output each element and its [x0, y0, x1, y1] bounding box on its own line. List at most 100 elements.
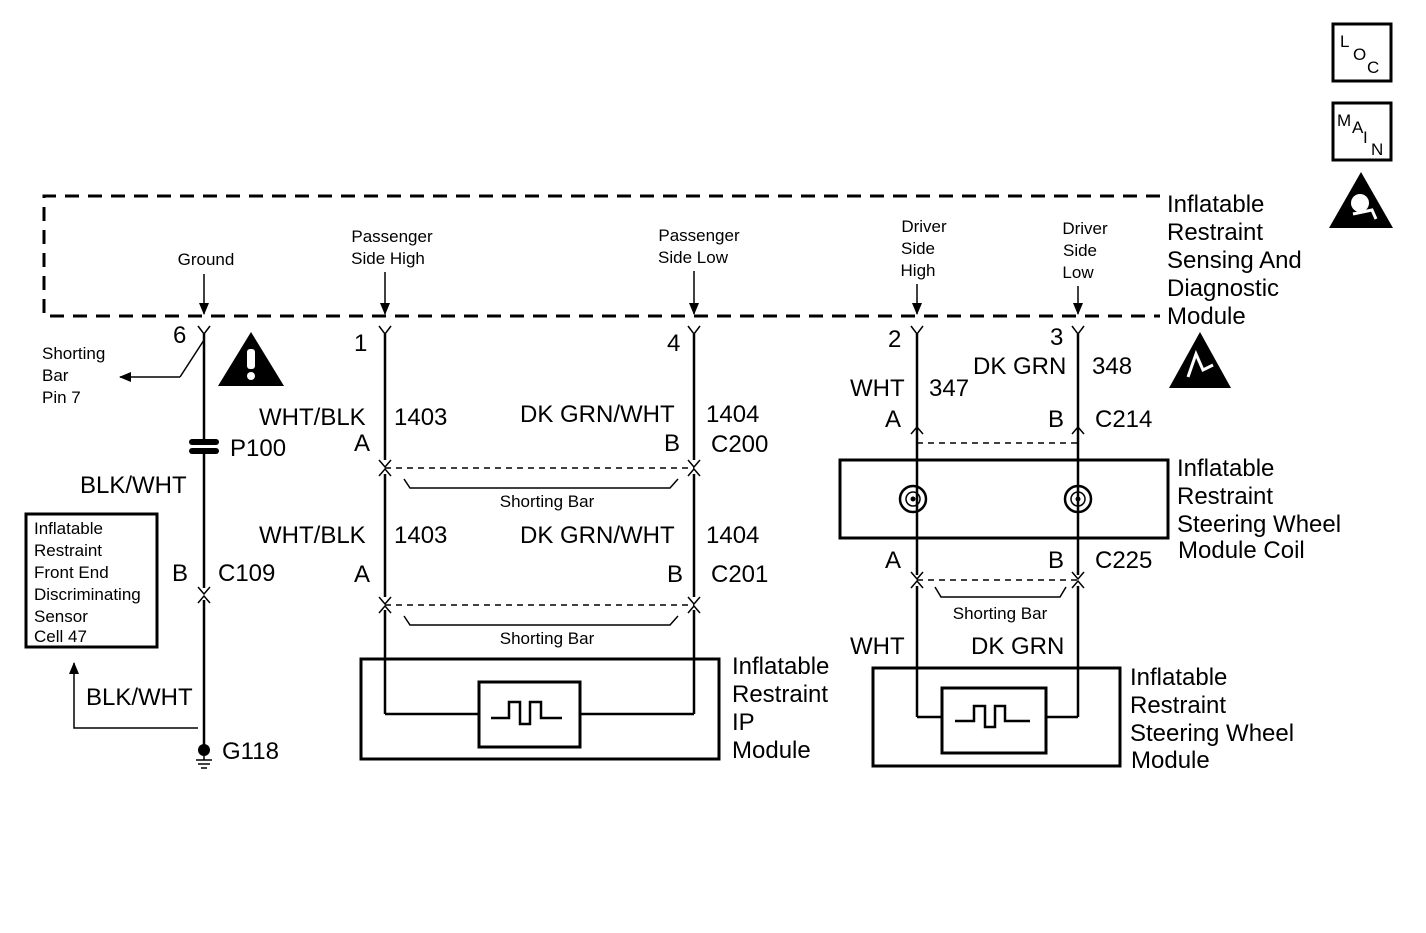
- caution-icon: [218, 332, 284, 386]
- passenger-circuit: WHT/BLK 1403 A DK GRN/WHT 1404 B C200 Sh…: [259, 325, 768, 716]
- svg-text:Inflatable: Inflatable: [34, 519, 103, 538]
- splice-label: P100: [230, 435, 286, 462]
- svg-text:B: B: [1048, 406, 1064, 433]
- svg-text:DK GRN/WHT: DK GRN/WHT: [520, 401, 675, 428]
- svg-text:Driver: Driver: [1062, 219, 1108, 238]
- svg-text:C225: C225: [1095, 547, 1152, 574]
- main-letter-4: N: [1371, 140, 1383, 159]
- driver-circuit: WHT 347 A DK GRN 348 B C214 Inflatable R…: [838, 325, 1341, 719]
- svg-text:6: 6: [173, 322, 186, 349]
- connector-c214: WHT 347 A DK GRN 348 B C214: [850, 353, 1152, 444]
- svg-text:BLK/WHT: BLK/WHT: [86, 684, 193, 711]
- svg-text:Module Coil: Module Coil: [1178, 537, 1305, 564]
- svg-text:A: A: [354, 430, 370, 457]
- svg-text:Side: Side: [1063, 241, 1097, 260]
- steering-coil: Inflatable Restraint Steering Wheel Modu…: [838, 455, 1341, 564]
- airbag-warning-icon: [1329, 172, 1393, 228]
- svg-text:Restraint: Restraint: [732, 681, 828, 708]
- svg-text:Side Low: Side Low: [658, 248, 729, 267]
- svg-text:Ground: Ground: [178, 250, 235, 269]
- svg-text:Sensor: Sensor: [34, 607, 88, 626]
- loc-letter-3: C: [1367, 58, 1379, 77]
- main-letter-1: M: [1337, 111, 1351, 130]
- connector-c200: WHT/BLK 1403 A DK GRN/WHT 1404 B C200 Sh…: [259, 401, 768, 511]
- svg-text:1404: 1404: [706, 401, 759, 428]
- svg-text:1403: 1403: [394, 522, 447, 549]
- svg-text:Front End: Front End: [34, 563, 109, 582]
- pin-passenger-high: Passenger Side High 1: [351, 227, 433, 357]
- svg-text:1403: 1403: [394, 404, 447, 431]
- pin-driver-low: Driver Side Low 3: [1050, 219, 1108, 351]
- svg-text:Passenger: Passenger: [658, 226, 740, 245]
- svg-text:Diagnostic: Diagnostic: [1167, 275, 1279, 302]
- svg-text:B: B: [664, 430, 680, 457]
- esd-icon: [1169, 332, 1231, 388]
- svg-text:C201: C201: [711, 561, 768, 588]
- svg-text:Sensing And: Sensing And: [1167, 247, 1302, 274]
- svg-text:3: 3: [1050, 324, 1063, 351]
- ground-label: G118: [222, 738, 279, 765]
- module-title: Inflatable Restraint Sensing And Diagnos…: [1167, 191, 1302, 330]
- svg-text:Restraint: Restraint: [1167, 219, 1263, 246]
- main-letter-2: A: [1352, 118, 1364, 137]
- svg-text:Inflatable: Inflatable: [1130, 664, 1227, 691]
- svg-text:Shorting Bar: Shorting Bar: [500, 629, 595, 648]
- svg-text:Module: Module: [1167, 303, 1246, 330]
- svg-text:B: B: [667, 561, 683, 588]
- pin-ground: Ground 6: [173, 250, 234, 349]
- svg-text:347: 347: [929, 375, 969, 402]
- svg-text:WHT/BLK: WHT/BLK: [259, 522, 366, 549]
- svg-text:Low: Low: [1062, 263, 1094, 282]
- svg-text:4: 4: [667, 330, 680, 357]
- svg-text:WHT: WHT: [850, 375, 905, 402]
- svg-text:High: High: [901, 261, 936, 280]
- squib-icon: [491, 700, 562, 726]
- module-boundary: [42, 194, 1160, 318]
- loc-button[interactable]: L O C: [1331, 22, 1393, 83]
- svg-text:Inflatable: Inflatable: [732, 653, 829, 680]
- loc-letter-2: O: [1353, 45, 1366, 64]
- svg-text:Cell 47: Cell 47: [34, 627, 87, 646]
- ground-circuit: Shorting Bar Pin 7 P100 BLK/WHT B C109 B…: [42, 325, 286, 769]
- connector-c225: A B C225 Shorting Bar: [885, 547, 1152, 623]
- svg-text:Module: Module: [732, 737, 811, 764]
- svg-text:DK GRN/WHT: DK GRN/WHT: [520, 522, 675, 549]
- svg-text:A: A: [354, 561, 370, 588]
- svg-text:C214: C214: [1095, 406, 1152, 433]
- front-end-sensor: Inflatable Restraint Front End Discrimin…: [24, 512, 159, 649]
- svg-text:Inflatable: Inflatable: [1177, 455, 1274, 482]
- svg-text:Restraint: Restraint: [1130, 692, 1226, 719]
- svg-text:Side: Side: [901, 239, 935, 258]
- svg-text:Shorting Bar: Shorting Bar: [953, 604, 1048, 623]
- svg-text:Bar: Bar: [42, 366, 69, 385]
- svg-text:Driver: Driver: [901, 217, 947, 236]
- main-letter-3: I: [1363, 128, 1368, 147]
- main-button[interactable]: M A I N: [1331, 101, 1393, 162]
- svg-text:B: B: [172, 560, 188, 587]
- svg-text:Passenger: Passenger: [351, 227, 433, 246]
- steering-wheel-module: Inflatable Restraint Steering Wheel Modu…: [871, 664, 1294, 774]
- pin-passenger-low: Passenger Side Low 4: [658, 226, 740, 357]
- splice-p100-icon: [189, 439, 219, 445]
- svg-text:Steering Wheel: Steering Wheel: [1130, 720, 1294, 747]
- svg-text:Restraint: Restraint: [34, 541, 102, 560]
- svg-text:Pin 7: Pin 7: [42, 388, 81, 407]
- svg-text:1: 1: [354, 330, 367, 357]
- connector-c201: WHT/BLK 1403 A DK GRN/WHT 1404 B C201 Sh…: [259, 522, 768, 648]
- svg-text:Discriminating: Discriminating: [34, 585, 141, 604]
- svg-text:A: A: [885, 547, 901, 574]
- svg-text:DK GRN: DK GRN: [971, 633, 1064, 660]
- ground-g118-icon: [198, 744, 210, 756]
- svg-text:B: B: [1048, 547, 1064, 574]
- svg-text:IP: IP: [732, 709, 755, 736]
- svg-text:2: 2: [888, 326, 901, 353]
- svg-text:WHT/BLK: WHT/BLK: [259, 404, 366, 431]
- shorting-bar-label: Shorting Bar: [500, 492, 595, 511]
- svg-text:1404: 1404: [706, 522, 759, 549]
- wire-label: BLK/WHT: [80, 472, 187, 499]
- svg-text:Inflatable: Inflatable: [1167, 191, 1264, 218]
- svg-text:DK GRN: DK GRN: [973, 353, 1066, 380]
- connector-c109: C109: [218, 560, 275, 587]
- svg-text:Steering Wheel: Steering Wheel: [1177, 511, 1341, 538]
